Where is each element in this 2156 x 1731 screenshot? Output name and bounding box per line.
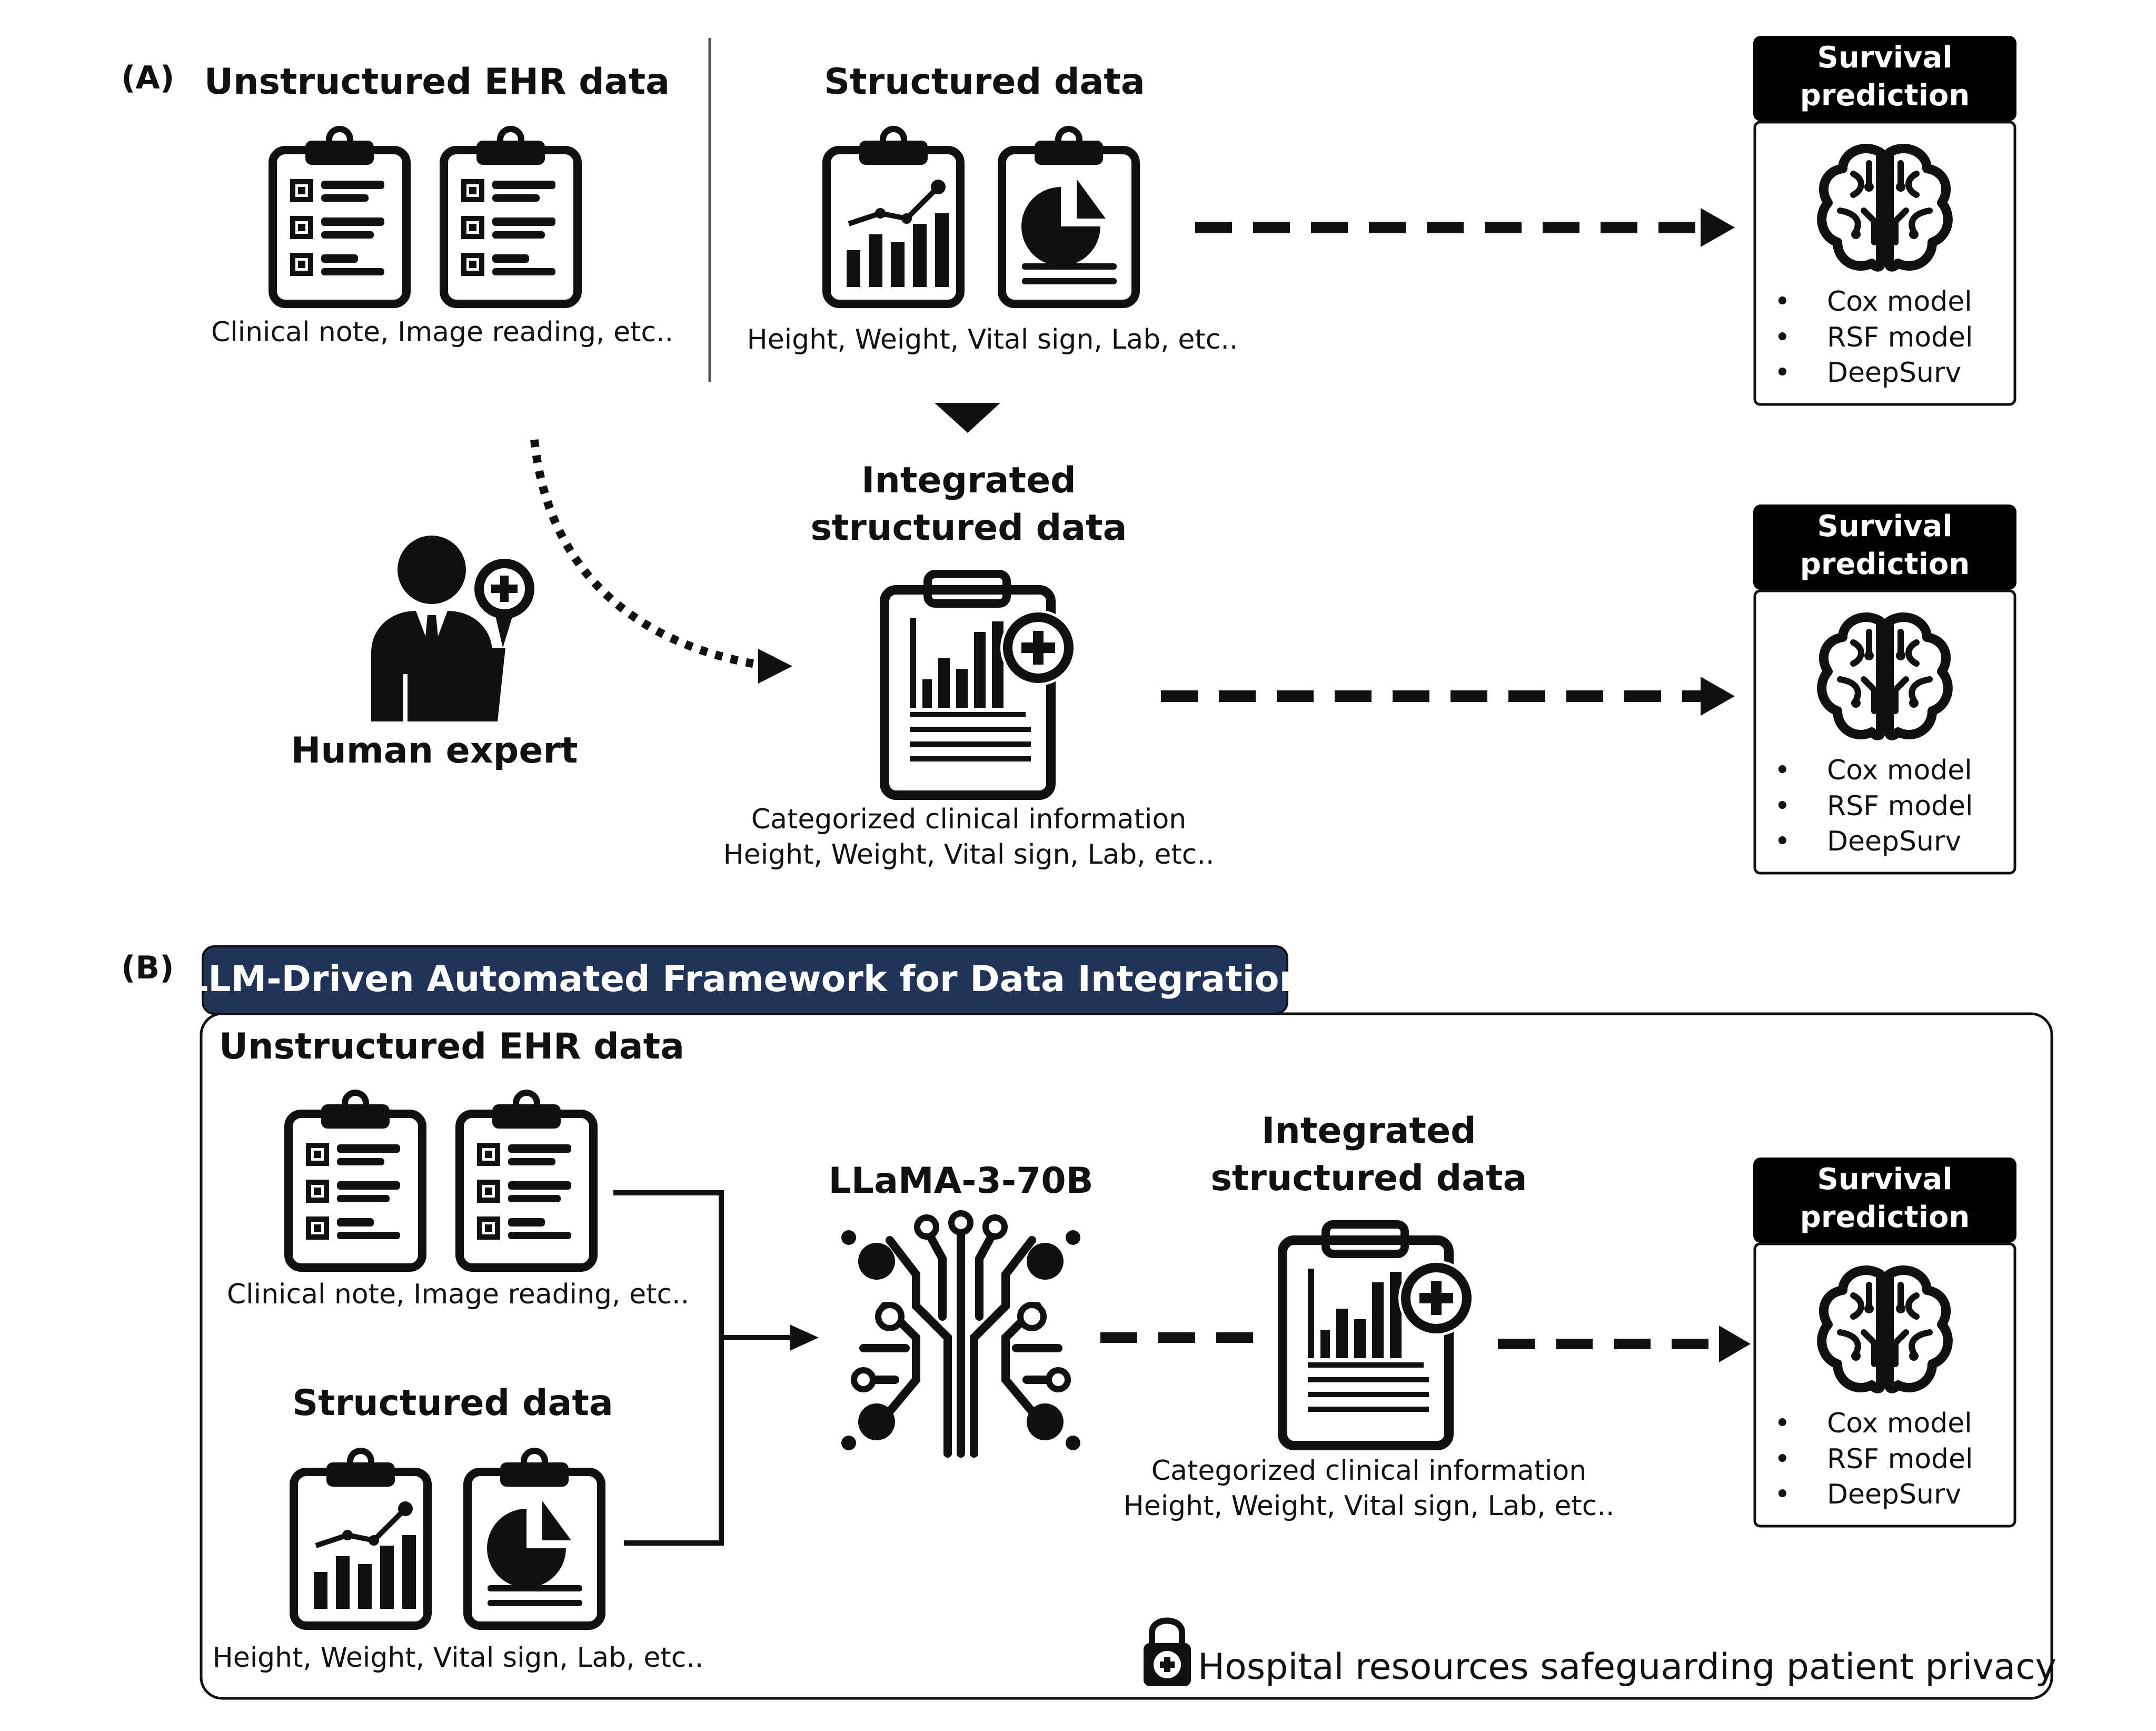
llm-circuit-nodes <box>841 1230 1080 1450</box>
a-integrated-caption-line2: Height, Weight, Vital sign, Lab, etc.. <box>723 839 1215 871</box>
b-survival-model-1: Cox model <box>1827 1408 1972 1439</box>
a-dotted-expert-arrow <box>530 439 759 669</box>
a-integrated-title-line2: structured data <box>810 507 1127 549</box>
b-survival-body <box>1753 1242 2016 1528</box>
b-privacy-text: Hospital resources safeguarding patient … <box>1198 1646 2056 1688</box>
b-survival-header <box>1753 1158 2016 1243</box>
a-dotted-arrow-head <box>758 649 792 684</box>
a-survival-2-model-3: DeepSurv <box>1827 826 1961 857</box>
a-survival-1-model-1: Cox model <box>1827 286 1972 318</box>
a-structured-title: Structured data <box>824 61 1145 103</box>
a-survival-1-body <box>1753 121 2016 406</box>
a-down-triangle <box>935 403 1000 433</box>
a-survival-1-header-line2: prediction <box>1800 78 1970 113</box>
a-note-clipboard-icon <box>273 129 406 304</box>
b-structured-title: Structured data <box>292 1382 613 1424</box>
a-survival-2-model-1: Cox model <box>1827 755 1972 786</box>
b-banner <box>202 945 1288 1015</box>
a-survival-2-bullet-2: • <box>1774 790 1791 822</box>
b-connector-arrow-head <box>790 1324 819 1351</box>
a-survival-1-header <box>1753 36 2016 121</box>
b-survival-header-line2: prediction <box>1800 1200 1970 1234</box>
b-integrated-title-line2: structured data <box>1210 1158 1527 1199</box>
a-survival-1-bullet-3: • <box>1774 357 1791 389</box>
b-note-clipboard-icon <box>289 1093 422 1268</box>
b-unstructured-caption: Clinical note, Image reading, etc.. <box>227 1279 689 1310</box>
a-survival-1-model-2: RSF model <box>1827 322 1973 353</box>
b-pie-clipboard-icon <box>468 1451 601 1626</box>
b-integrated-title-line1: Integrated <box>1261 1110 1476 1152</box>
panel-b-tag: (B) <box>121 949 174 986</box>
b-survival-model-3: DeepSurv <box>1827 1479 1961 1510</box>
b-survival-header-line1: Survival <box>1817 1162 1952 1196</box>
a-survival-1-bullet-2: • <box>1774 322 1791 353</box>
b-survival-bullet-1: • <box>1774 1408 1791 1439</box>
a-survival-2-bullet-1: • <box>1774 755 1791 786</box>
b-survival-brain-icon <box>1822 1270 1948 1389</box>
b-survival-bullet-2: • <box>1774 1443 1791 1475</box>
a-survival-2-header <box>1753 505 2016 590</box>
a-survival-2-body <box>1753 589 2016 875</box>
b-structured-caption: Height, Weight, Vital sign, Lab, etc.. <box>213 1642 704 1674</box>
a-survival-1-model-3: DeepSurv <box>1827 357 1961 389</box>
a-survival-2-brain-icon <box>1822 617 1948 736</box>
a-integrated-caption-line1: Categorized clinical information <box>751 804 1186 835</box>
b-chart-clipboard-icon <box>294 1451 428 1626</box>
b-connector-unstructured <box>613 1190 724 1546</box>
b-integrated-caption-line1: Categorized clinical information <box>1151 1455 1586 1487</box>
b-unstructured-title: Unstructured EHR data <box>219 1026 684 1067</box>
a-unstructured-caption: Clinical note, Image reading, etc.. <box>211 316 673 348</box>
a-survival-1-bullet-1: • <box>1774 286 1791 318</box>
a-integrated-title-line1: Integrated <box>861 460 1076 501</box>
human-expert-icon <box>371 536 534 721</box>
a-chart-clipboard-icon <box>827 129 960 304</box>
a-survival-2-header-line2: prediction <box>1800 547 1970 581</box>
a-pie-clipboard-icon <box>1002 129 1136 304</box>
b-llm-label: LLaMA-3-70B <box>828 1160 1093 1202</box>
b-report-clipboard-icon <box>460 1093 593 1268</box>
a-unstructured-title: Unstructured EHR data <box>204 61 670 103</box>
b-banner-text: LLM-Driven Automated Framework for Data … <box>185 958 1305 1000</box>
a-survival-2-bullet-3: • <box>1774 826 1791 857</box>
b-survival-bullet-3: • <box>1774 1479 1791 1510</box>
a-arrow-head-1 <box>1701 208 1735 247</box>
a-survival-2-model-2: RSF model <box>1827 790 1973 822</box>
b-integrated-clipboard-icon <box>1283 1224 1474 1446</box>
a-survival-1-header-line1: Survival <box>1817 41 1952 75</box>
a-arrow-head-2 <box>1701 677 1735 716</box>
a-survival-1-brain-icon <box>1822 149 1948 267</box>
b-survival-model-2: RSF model <box>1827 1443 1973 1475</box>
lock-icon <box>1144 1617 1191 1686</box>
llm-circuit-rings <box>851 1210 1071 1392</box>
a-structured-caption: Height, Weight, Vital sign, Lab, etc.. <box>747 324 1238 355</box>
b-arrow-head <box>1719 1326 1751 1362</box>
a-integrated-clipboard-icon <box>885 574 1076 795</box>
a-survival-2-header-line1: Survival <box>1817 509 1952 543</box>
human-expert-label: Human expert <box>291 730 578 771</box>
panel-a-tag: (A) <box>121 60 174 96</box>
a-report-clipboard-icon <box>444 129 578 304</box>
b-integrated-caption-line2: Height, Weight, Vital sign, Lab, etc.. <box>1124 1490 1615 1522</box>
